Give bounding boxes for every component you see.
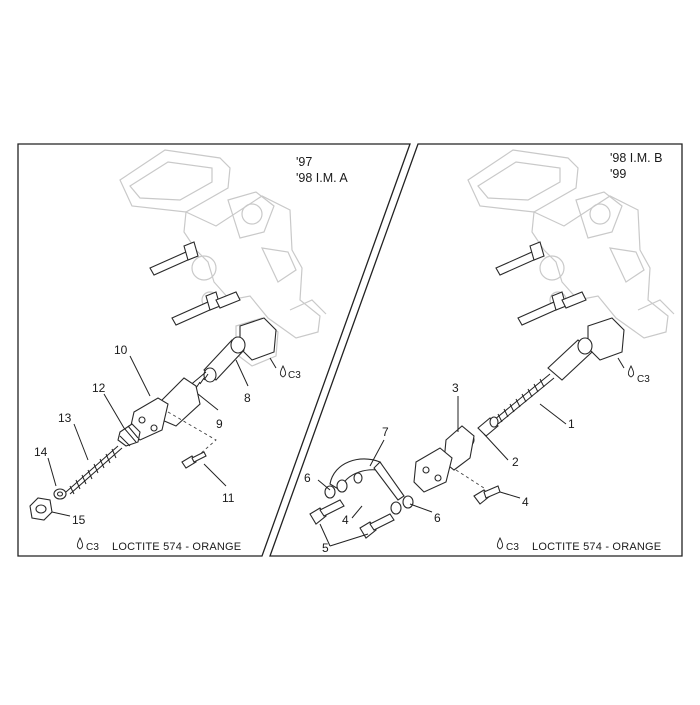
right-panel: '98 I.M. B '99 3 7 6 1 2 6 4 5 4 C3 C3 L… [304, 149, 675, 555]
callout-1: 1 [568, 417, 575, 431]
drop-icon [627, 364, 635, 378]
callout-9: 9 [216, 417, 223, 431]
leader-lines-left [47, 355, 277, 517]
part-14-washer [53, 488, 67, 500]
drop-icon [496, 536, 504, 550]
year-label: '99 [610, 167, 626, 181]
leader-lines-right [317, 357, 625, 547]
part-8-sleeve [203, 336, 246, 383]
callout-11: 11 [222, 491, 235, 505]
part-10-tensioner-body [129, 377, 201, 441]
drop-icon [76, 536, 84, 550]
callout-12: 12 [92, 381, 106, 395]
engine-housing-ghost [467, 149, 675, 339]
loctite-marker: C3 [279, 364, 301, 381]
loctite-tag: C3 [288, 370, 301, 381]
left-panel: '97 '98 I.M. A 10 12 13 14 15 8 9 11 C3 … [29, 149, 348, 553]
loctite-legend: C3 LOCTITE 574 - ORANGE [496, 536, 661, 553]
callout-6: 6 [434, 511, 441, 525]
part-4-screw [473, 485, 501, 505]
alignment-line [167, 411, 217, 455]
year-label: '98 I.M. A [296, 171, 348, 185]
part-1-sleeve-spring [493, 337, 593, 425]
loctite-tag: C3 [637, 374, 650, 385]
callout-2: 2 [512, 455, 519, 469]
legend-text: LOCTITE 574 - ORANGE [532, 541, 661, 553]
legend-text: LOCTITE 574 - ORANGE [112, 541, 241, 553]
part-12-threaded-plug [117, 423, 141, 447]
part-5-screws [309, 499, 395, 539]
part-13-spring [65, 445, 123, 495]
part-15-nut [29, 497, 53, 521]
callout-5: 5 [322, 541, 329, 555]
callout-4: 4 [342, 513, 349, 527]
callout-7: 7 [382, 425, 389, 439]
housing-studs [149, 241, 241, 326]
part-7-bracket [329, 458, 405, 501]
callout-3: 3 [452, 381, 459, 395]
callout-15: 15 [72, 513, 86, 527]
callout-6: 6 [304, 471, 311, 485]
callout-4: 4 [522, 495, 529, 509]
year-label: '98 I.M. B [610, 151, 662, 165]
part-11-screw [181, 451, 207, 469]
legend-tag: C3 [86, 542, 99, 553]
diagram-frame [17, 143, 683, 557]
loctite-legend: C3 LOCTITE 574 - ORANGE [76, 536, 241, 553]
legend-tag: C3 [506, 542, 519, 553]
callout-10: 10 [114, 343, 128, 357]
mounting-boss [239, 317, 277, 361]
part-6-washers [324, 472, 414, 515]
callout-14: 14 [34, 445, 48, 459]
mounting-boss [587, 317, 625, 361]
part-3-tensioner-body [413, 425, 475, 493]
callout-13: 13 [58, 411, 72, 425]
drop-icon [279, 364, 287, 378]
callout-8: 8 [244, 391, 251, 405]
housing-studs [495, 241, 587, 326]
year-label: '97 [296, 155, 312, 169]
loctite-marker: C3 [627, 364, 650, 385]
alignment-line [455, 469, 485, 489]
